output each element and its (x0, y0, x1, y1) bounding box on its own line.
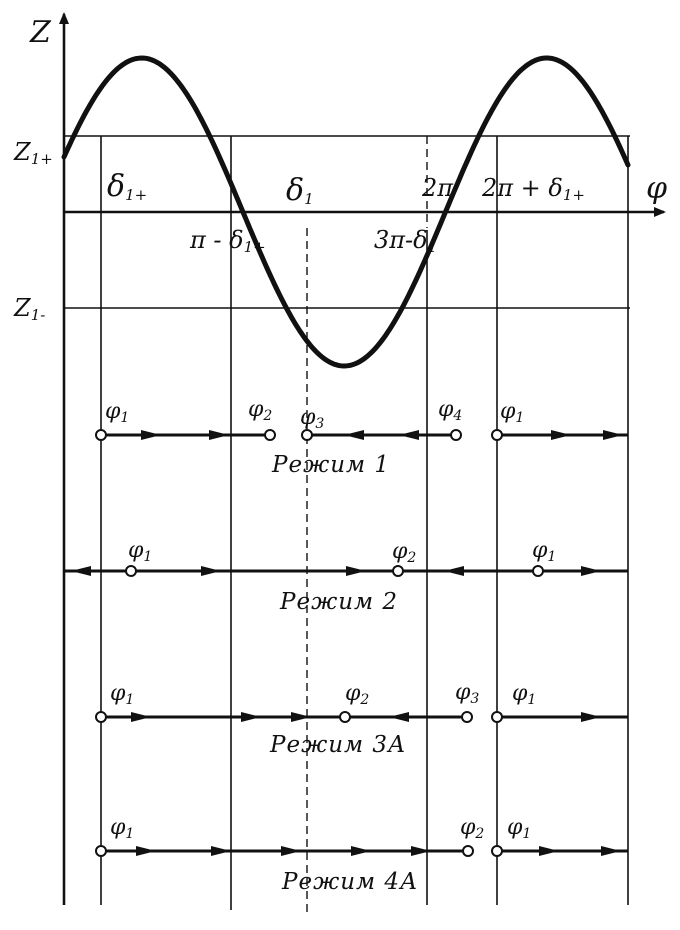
flow-arrow (581, 712, 601, 722)
point-label: φ1 (128, 538, 152, 565)
equilibrium-point (491, 711, 503, 723)
modes-group: φ1 φ2 φ3 φ4 φ1 φ1 φ2 φ1 φ1 φ2 φ3 φ1 φ1 φ2 φ1 (64, 397, 628, 857)
equilibrium-point (532, 565, 544, 577)
flow-arrow (281, 846, 301, 856)
equilibrium-point (125, 565, 137, 577)
equilibrium-point (339, 711, 351, 723)
point-label: φ2 (345, 681, 369, 708)
point-label: φ4 (438, 397, 462, 424)
point-label: φ3 (300, 405, 324, 432)
equilibrium-point (491, 429, 503, 441)
point-label: φ3 (455, 680, 479, 707)
phi-axis-label: φ (646, 171, 667, 206)
flow-arrow (201, 566, 221, 576)
lower-level-label: Z1- (13, 294, 45, 324)
mode-3a-title: Режим 3А (269, 732, 406, 758)
mode-4a-title: Режим 4А (281, 869, 418, 895)
flow-arrow (411, 846, 431, 856)
point-label: φ2 (248, 397, 272, 424)
flow-arrow (131, 712, 151, 722)
label-two-pi-plus-delta: 2π + δ1+ (481, 174, 585, 204)
point-label: φ1 (110, 815, 134, 842)
flow-arrow (209, 430, 229, 440)
point-label: φ1 (105, 399, 129, 426)
point-label: φ1 (110, 681, 134, 708)
equilibrium-point (264, 429, 276, 441)
point-label: φ1 (532, 538, 556, 565)
label-delta1plus: δ1+ (107, 169, 147, 204)
equilibrium-point (462, 845, 474, 857)
flow-arrow (351, 846, 371, 856)
mode-2-title: Режим 2 (279, 589, 398, 615)
point-label: φ1 (512, 681, 536, 708)
flow-arrow (603, 430, 623, 440)
equilibrium-point (461, 711, 473, 723)
point-label: φ1 (500, 399, 524, 426)
equilibrium-point (301, 429, 313, 441)
equilibrium-point (95, 845, 107, 857)
equilibrium-point (392, 565, 404, 577)
flow-arrow (291, 712, 311, 722)
point-label: φ1 (507, 815, 531, 842)
flow-arrow (601, 846, 621, 856)
flow-arrow (539, 846, 559, 856)
mode-1-title: Режим 1 (271, 452, 390, 478)
equilibrium-point (95, 429, 107, 441)
label-three-pi-minus-delta: 3π-δ1 (374, 226, 437, 256)
equilibrium-point (450, 429, 462, 441)
point-label: φ2 (460, 815, 484, 842)
sine-curve (61, 55, 631, 369)
label-pi-minus-delta: π - δ1+ (189, 226, 266, 256)
flow-arrow (344, 430, 364, 440)
equilibrium-point (491, 845, 503, 857)
flow-arrow (346, 566, 366, 576)
label-delta1: δ1 (286, 173, 314, 208)
flow-arrow (551, 430, 571, 440)
flow-arrow (399, 430, 419, 440)
flow-arrow (241, 712, 261, 722)
point-label: φ2 (392, 539, 416, 566)
flow-arrow (389, 712, 409, 722)
equilibrium-point (95, 711, 107, 723)
label-two-pi: 2π (421, 174, 454, 202)
flow-arrow (211, 846, 231, 856)
flow-arrow (141, 430, 161, 440)
flow-arrow (71, 566, 91, 576)
z-axis-label: Z (29, 15, 52, 50)
flow-arrow (444, 566, 464, 576)
flow-arrow (136, 846, 156, 856)
upper-level-label: Z1+ (13, 138, 53, 168)
flow-arrow (581, 566, 601, 576)
